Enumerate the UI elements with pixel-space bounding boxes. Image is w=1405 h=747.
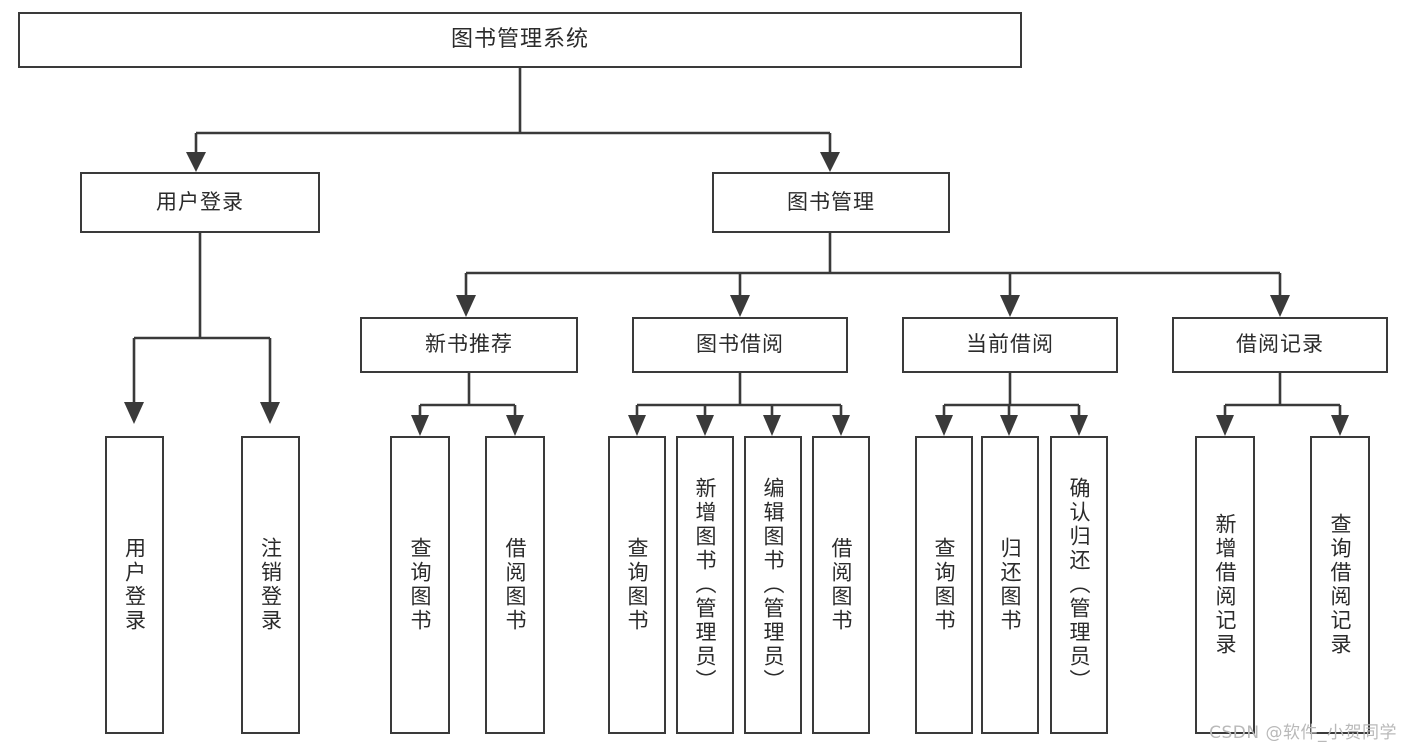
node-label: 当前借阅 — [966, 332, 1054, 357]
node-leaf-logout[interactable]: 注销登录 — [241, 436, 300, 734]
node-label: 新书推荐 — [425, 332, 513, 357]
node-label: 图书借阅 — [696, 332, 784, 357]
node-label: 编辑图书（管理员） — [761, 477, 786, 693]
node-leaf-return-book[interactable]: 归还图书 — [981, 436, 1039, 734]
node-new-book-recommend[interactable]: 新书推荐 — [360, 317, 578, 373]
node-leaf-edit-book-admin[interactable]: 编辑图书（管理员） — [744, 436, 802, 734]
node-leaf-query-book-1[interactable]: 查询图书 — [390, 436, 450, 734]
node-leaf-borrow-book-1[interactable]: 借阅图书 — [485, 436, 545, 734]
node-label: 借阅记录 — [1236, 332, 1324, 357]
node-book-borrow[interactable]: 图书借阅 — [632, 317, 848, 373]
node-label: 查询借阅记录 — [1328, 513, 1353, 657]
node-label: 查询图书 — [408, 537, 433, 633]
node-leaf-add-book-admin[interactable]: 新增图书（管理员） — [676, 436, 734, 734]
node-label: 归还图书 — [998, 537, 1023, 633]
node-leaf-query-book-3[interactable]: 查询图书 — [915, 436, 973, 734]
node-label: 借阅图书 — [503, 537, 528, 633]
node-label: 查询图书 — [625, 537, 650, 633]
node-root-book-management-system[interactable]: 图书管理系统 — [18, 12, 1022, 68]
node-current-borrow[interactable]: 当前借阅 — [902, 317, 1118, 373]
node-book-management[interactable]: 图书管理 — [712, 172, 950, 233]
node-user-login[interactable]: 用户登录 — [80, 172, 320, 233]
node-label: 查询图书 — [932, 537, 957, 633]
node-leaf-borrow-book-2[interactable]: 借阅图书 — [812, 436, 870, 734]
csdn-watermark: CSDN @软件_小贺同学 — [1209, 723, 1397, 743]
node-label: 图书管理 — [787, 189, 875, 214]
node-leaf-query-borrow-record[interactable]: 查询借阅记录 — [1310, 436, 1370, 734]
node-label: 用户登录 — [156, 189, 244, 214]
node-label: 确认归还（管理员） — [1067, 477, 1092, 693]
node-borrow-record[interactable]: 借阅记录 — [1172, 317, 1388, 373]
node-label: 图书管理系统 — [450, 26, 589, 52]
node-label: 注销登录 — [258, 537, 283, 633]
node-leaf-confirm-return-admin[interactable]: 确认归还（管理员） — [1050, 436, 1108, 734]
node-leaf-user-login[interactable]: 用户登录 — [105, 436, 164, 734]
node-label: 借阅图书 — [829, 537, 854, 633]
node-leaf-add-borrow-record[interactable]: 新增借阅记录 — [1195, 436, 1255, 734]
node-label: 新增借阅记录 — [1213, 513, 1238, 657]
node-label: 用户登录 — [122, 537, 147, 633]
node-leaf-query-book-2[interactable]: 查询图书 — [608, 436, 666, 734]
node-label: 新增图书（管理员） — [693, 477, 718, 693]
